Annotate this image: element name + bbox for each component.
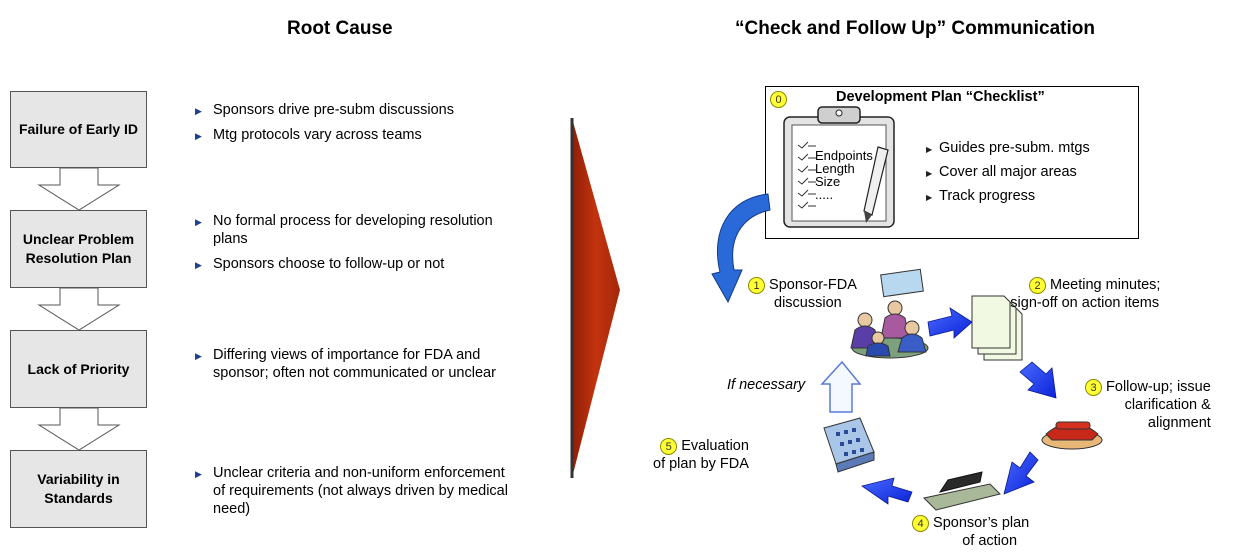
telephone-icon	[1041, 421, 1103, 450]
root-cause-label: Variability in Standards	[37, 471, 120, 506]
bullet-item: Cover all major areas	[926, 163, 1090, 183]
step-label-line: Sponsor’s plan	[933, 515, 1030, 531]
checklist-title: Development Plan “Checklist”	[836, 89, 1045, 105]
bullet-item: Mtg protocols vary across teams	[195, 126, 525, 145]
cycle-arrow	[1003, 451, 1039, 495]
step-number-badge: 2	[1029, 276, 1046, 294]
stapler-icon	[922, 471, 1001, 511]
down-arrow	[37, 287, 121, 331]
step-label-line: of action	[962, 533, 1018, 549]
curved-blue-arrow	[711, 193, 771, 304]
clipboard-icon	[783, 106, 895, 228]
step-label-line: of plan by FDA	[653, 456, 749, 472]
cycle-arrow	[1019, 361, 1057, 399]
step-label-line: Follow-up; issue	[1106, 379, 1211, 395]
bullet-item: Sponsors drive pre-subm discussions	[195, 101, 525, 120]
step-label-line: discussion	[774, 295, 842, 311]
step-1-label: 1 Sponsor-FDA discussion	[748, 276, 857, 312]
bullet-list-variability-in-standards: Unclear criteria and non-uniform enforce…	[195, 464, 520, 525]
step-number-badge: 1	[748, 276, 765, 294]
root-cause-heading: Root Cause	[287, 18, 393, 39]
root-cause-label: Lack of Priority	[27, 360, 130, 377]
communication-heading: “Check and Follow Up” Communication	[735, 18, 1095, 39]
clipboard-item: .....	[815, 187, 834, 202]
building-icon	[823, 417, 875, 473]
root-cause-box-failure-of-early-id: Failure of Early ID	[10, 91, 147, 168]
clipboard-item: Endpoints	[815, 148, 873, 163]
if-necessary-label: If necessary	[727, 377, 806, 393]
root-cause-box-unclear-problem-resolution-plan: Unclear Problem Resolution Plan	[10, 210, 147, 288]
bullet-item: Unclear criteria and non-uniform enforce…	[195, 464, 520, 518]
bullet-item: Guides pre-subm. mtgs	[926, 139, 1090, 159]
step-label-line: Evaluation	[681, 438, 749, 454]
step-number-badge: 0	[770, 91, 787, 109]
cycle-arrow	[927, 307, 973, 339]
bullet-list-lack-of-priority: Differing views of importance for FDA an…	[195, 346, 525, 389]
down-arrow	[37, 167, 121, 211]
meeting-people-icon	[850, 268, 929, 359]
root-cause-box-lack-of-priority: Lack of Priority	[10, 330, 147, 408]
step-label-line: Meeting minutes;	[1050, 277, 1161, 293]
documents-icon	[971, 295, 1023, 361]
step-2-label: 2 Meeting minutes; sign-off on action it…	[1010, 276, 1161, 312]
bullet-list-unclear-resolution-plan: No formal process for developing resolut…	[195, 212, 505, 280]
if-necessary-arrow	[820, 360, 862, 413]
step-label-line: clarification &	[1124, 397, 1211, 413]
root-cause-box-variability-in-standards: Variability in Standards	[10, 450, 147, 528]
step-label-line: sign-off on action items	[1010, 295, 1160, 311]
clipboard-items: Endpoints Length Size .....	[815, 149, 873, 201]
bullet-item: Sponsors choose to follow-up or not	[195, 255, 505, 274]
step-3-label: 3 Follow-up; issue clarification & align…	[1085, 378, 1211, 432]
down-arrow	[37, 407, 121, 451]
root-cause-flow-arrows	[37, 167, 121, 451]
root-cause-label: Unclear Problem Resolution Plan	[22, 231, 135, 266]
step-number-badge: 5	[660, 437, 678, 455]
development-plan-checklist-box: 0 Development Plan “Checklist” Endpoints…	[765, 86, 1139, 239]
step-label-line: alignment	[1147, 415, 1211, 431]
bullet-item: Track progress	[926, 187, 1090, 207]
clipboard-item: Length	[815, 161, 855, 176]
cycle-diagram	[711, 193, 1103, 511]
root-cause-label: Failure of Early ID	[18, 121, 139, 137]
step-number-badge: 4	[912, 514, 929, 532]
bullet-item: No formal process for developing resolut…	[195, 212, 505, 248]
step-5-label: 5 Evaluation of plan by FDA	[653, 437, 749, 473]
bullet-list-failure-of-early-id: Sponsors drive pre-subm discussions Mtg …	[195, 101, 525, 151]
clipboard-item: Size	[815, 174, 841, 189]
step-number-badge: 3	[1085, 378, 1102, 396]
pencil-icon	[863, 146, 889, 223]
red-chevron-arrow	[570, 118, 620, 478]
checklist-bullets: Guides pre-subm. mtgs Cover all major ar…	[926, 139, 1090, 211]
cycle-arrow	[861, 477, 913, 505]
bullet-item: Differing views of importance for FDA an…	[195, 346, 525, 382]
step-label-line: Sponsor-FDA	[769, 277, 857, 293]
step-4-label: 4 Sponsor’s plan of action	[912, 514, 1029, 550]
